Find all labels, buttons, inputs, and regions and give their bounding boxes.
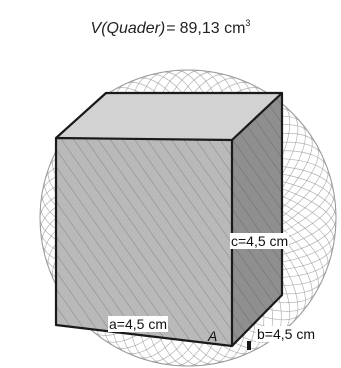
volume-value: 89,13 <box>179 20 220 37</box>
edge-label-b: b=4,5 cm <box>256 326 316 342</box>
volume-formula: V(Quader)=89,13 cm3 <box>90 18 251 38</box>
cube-top-face <box>56 93 282 140</box>
cube-front-face-hatch <box>56 138 232 346</box>
edge-label-c: c=4,5 cm <box>230 233 290 249</box>
cube-edges <box>54 91 284 348</box>
volume-unit: cm <box>224 20 246 37</box>
volume-unit-exponent: 3 <box>245 18 251 28</box>
volume-function-symbol: V <box>90 20 102 37</box>
edge-label-a: a=4,5 cm <box>108 316 168 332</box>
vertex-label-a: A <box>208 328 218 344</box>
volume-function-argument: Quader <box>106 20 160 37</box>
vertex-a-marker <box>247 341 251 350</box>
cube-side-face-hatch <box>232 93 282 346</box>
